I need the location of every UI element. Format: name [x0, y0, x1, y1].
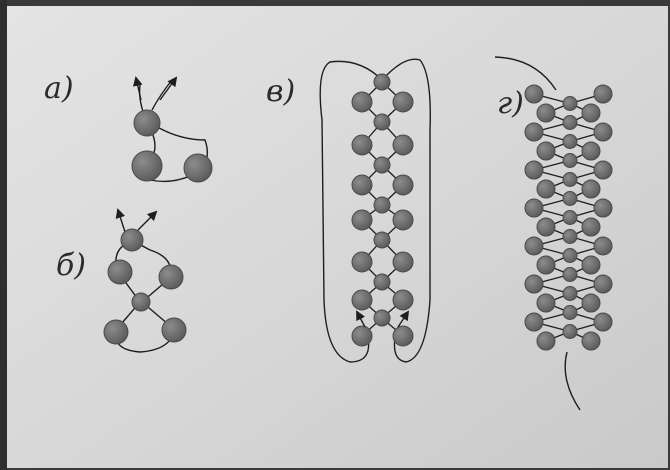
bead	[563, 116, 577, 130]
bead	[537, 104, 555, 122]
bead	[134, 110, 160, 136]
bead	[525, 161, 543, 179]
bead	[374, 310, 390, 326]
bead	[563, 173, 577, 187]
bead	[162, 318, 186, 342]
bead	[352, 92, 372, 112]
left-shadow-edge	[0, 0, 7, 470]
bead	[582, 294, 600, 312]
bead	[104, 320, 128, 344]
bead	[582, 180, 600, 198]
bead	[374, 274, 390, 290]
bead	[374, 157, 390, 173]
bead	[525, 237, 543, 255]
bead	[537, 294, 555, 312]
bead	[393, 92, 413, 112]
bead	[374, 232, 390, 248]
bead	[184, 154, 212, 182]
bead	[563, 97, 577, 111]
panel-label-c: в)	[266, 74, 295, 109]
bead	[352, 252, 372, 272]
bead	[563, 192, 577, 206]
bead	[594, 85, 612, 103]
bead	[563, 135, 577, 149]
bead	[594, 275, 612, 293]
bead	[582, 142, 600, 160]
bead	[582, 332, 600, 350]
panel-label-d: г)	[497, 86, 524, 121]
bead	[563, 211, 577, 225]
bead	[374, 114, 390, 130]
panel-label-a: a)	[44, 71, 74, 106]
bead	[594, 237, 612, 255]
bead	[582, 218, 600, 236]
bead	[352, 135, 372, 155]
bead	[159, 265, 183, 289]
bead	[594, 313, 612, 331]
bead	[563, 306, 577, 320]
bead	[563, 268, 577, 282]
bead	[594, 199, 612, 217]
bead	[352, 210, 372, 230]
bead	[582, 256, 600, 274]
bead	[352, 175, 372, 195]
bead	[525, 275, 543, 293]
bead	[132, 151, 162, 181]
bead	[121, 229, 143, 251]
bead	[108, 260, 132, 284]
bead	[393, 135, 413, 155]
bead	[525, 85, 543, 103]
bead	[374, 197, 390, 213]
bead	[537, 218, 555, 236]
bead	[563, 154, 577, 168]
bead	[525, 123, 543, 141]
bead	[525, 199, 543, 217]
panel-label-b: б)	[56, 248, 86, 283]
bead	[393, 210, 413, 230]
bead	[132, 293, 150, 311]
bead	[563, 249, 577, 263]
bead	[537, 332, 555, 350]
bead	[393, 326, 413, 346]
bead	[537, 180, 555, 198]
bead	[594, 161, 612, 179]
bead	[537, 256, 555, 274]
bead	[582, 104, 600, 122]
bead	[352, 290, 372, 310]
bead	[352, 326, 372, 346]
bead	[594, 123, 612, 141]
bead	[393, 175, 413, 195]
bead	[393, 252, 413, 272]
bead	[537, 142, 555, 160]
bead	[563, 230, 577, 244]
bead	[563, 325, 577, 339]
bead	[393, 290, 413, 310]
bead	[525, 313, 543, 331]
bead	[374, 74, 390, 90]
bead	[563, 287, 577, 301]
